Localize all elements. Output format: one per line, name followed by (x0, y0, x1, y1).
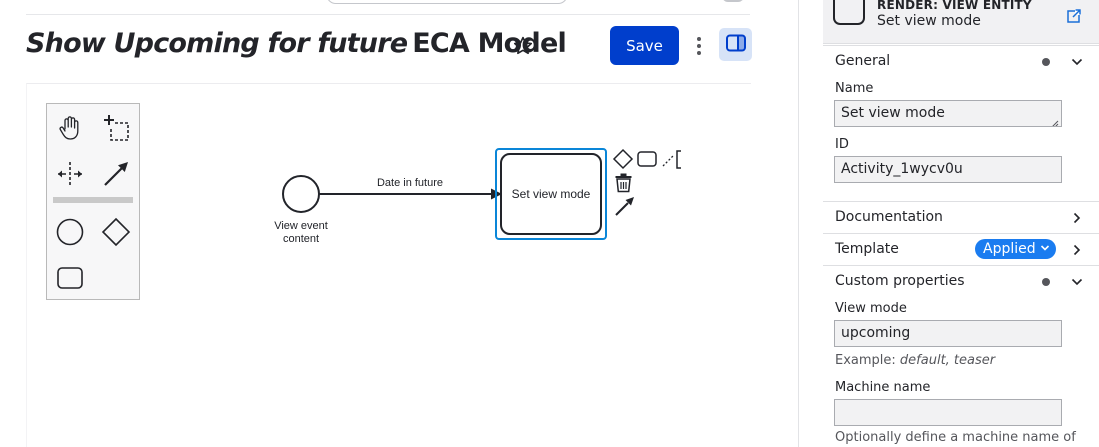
view-mode-field[interactable]: upcoming (834, 320, 1062, 347)
name-field[interactable]: Set view mode (834, 100, 1062, 127)
badge-chevron-down-icon (1040, 241, 1050, 257)
element-type-label: RENDER: VIEW ENTITY (877, 0, 1032, 12)
more-actions-icon[interactable] (688, 33, 710, 59)
bpmn-diagram: View event content Date in future Set vi… (274, 148, 681, 245)
section-general-title: General (835, 53, 891, 69)
task-label: Set view mode (512, 187, 591, 201)
id-label: ID (835, 137, 849, 152)
name-field-value: Set view mode (841, 105, 945, 121)
view-mode-hint-examples: default, teaser (899, 353, 996, 368)
section-general-dot (1042, 58, 1050, 66)
page-title-rest: ECA Model (412, 28, 566, 59)
connect-tool-icon[interactable] (98, 156, 134, 192)
properties-header: RENDER: VIEW ENTITY Set view mode (823, 0, 1099, 44)
section-custom-properties[interactable]: Custom properties (823, 265, 1099, 297)
id-field-value: Activity_1wycv0u (841, 161, 963, 177)
id-field[interactable]: Activity_1wycv0u (834, 156, 1062, 183)
section-documentation-title: Documentation (835, 209, 943, 225)
header-divider (26, 14, 750, 15)
name-label: Name (835, 81, 874, 96)
append-annotation-icon[interactable] (662, 150, 681, 169)
section-custom-title: Custom properties (835, 273, 965, 289)
toggle-sidebar-button[interactable] (719, 28, 752, 61)
delete-icon[interactable] (615, 173, 632, 193)
sequence-flow-label: Date in future (377, 177, 443, 189)
space-tool-icon[interactable] (52, 156, 88, 192)
append-task-icon[interactable] (637, 151, 657, 167)
context-pad (612, 148, 681, 216)
sidebar-panel-icon (725, 34, 746, 56)
machine-name-label: Machine name (835, 380, 931, 395)
template-applied-badge[interactable]: Applied (975, 239, 1056, 259)
connect-icon[interactable] (615, 197, 634, 216)
start-event-label-line2: content (283, 233, 319, 245)
hand-tool-icon[interactable] (52, 110, 88, 146)
chevron-right-icon[interactable] (1070, 242, 1084, 256)
chevron-down-icon[interactable] (1070, 54, 1084, 68)
bpmn-canvas[interactable] (26, 83, 751, 447)
view-mode-label: View mode (835, 301, 907, 316)
view-mode-hint: Example: default, teaser (835, 353, 995, 368)
task-set-view-mode[interactable] (500, 153, 602, 235)
editor-area: Show Upcoming for future ECA Model Save (26, 0, 752, 447)
lasso-tool-icon[interactable] (98, 110, 134, 146)
start-event[interactable] (282, 175, 320, 213)
element-name-label: Set view mode (877, 13, 981, 29)
page-title-italic: Show Upcoming for future (26, 28, 408, 59)
properties-panel: RENDER: VIEW ENTITY Set view mode Genera… (798, 0, 1099, 447)
task-selection-outline (495, 148, 607, 240)
tool-palette (46, 103, 140, 300)
task-type-icon (833, 0, 865, 25)
start-event-label-line1: View event (274, 220, 328, 232)
section-template-title: Template (835, 241, 899, 257)
sequence-flow[interactable] (319, 188, 502, 200)
section-general[interactable]: General (823, 45, 1099, 77)
view-mode-field-value: upcoming (841, 325, 911, 341)
resize-grip-icon[interactable] (1051, 116, 1059, 126)
task-icon[interactable] (52, 260, 88, 296)
section-documentation[interactable]: Documentation (823, 201, 1099, 233)
chevron-down-icon[interactable] (1070, 274, 1084, 288)
template-badge-label: Applied (983, 241, 1036, 257)
section-template[interactable]: Template Applied (823, 233, 1099, 265)
machine-name-hint: Optionally define a machine name of (835, 430, 1076, 445)
start-event-icon[interactable] (52, 214, 88, 250)
palette-separator (53, 197, 133, 203)
chevron-right-icon[interactable] (1070, 210, 1084, 224)
page-title: Show Upcoming for future ECA Model (26, 28, 567, 64)
append-gateway-icon[interactable] (612, 148, 634, 170)
canvas-frame (26, 83, 751, 447)
external-link-icon[interactable] (1067, 8, 1081, 23)
save-button[interactable]: Save (610, 26, 679, 65)
section-custom-dot (1042, 278, 1050, 286)
star-icon[interactable] (512, 35, 534, 57)
machine-name-field[interactable] (834, 399, 1062, 426)
gateway-icon[interactable] (98, 214, 134, 250)
view-mode-hint-prefix: Example: (835, 353, 900, 368)
